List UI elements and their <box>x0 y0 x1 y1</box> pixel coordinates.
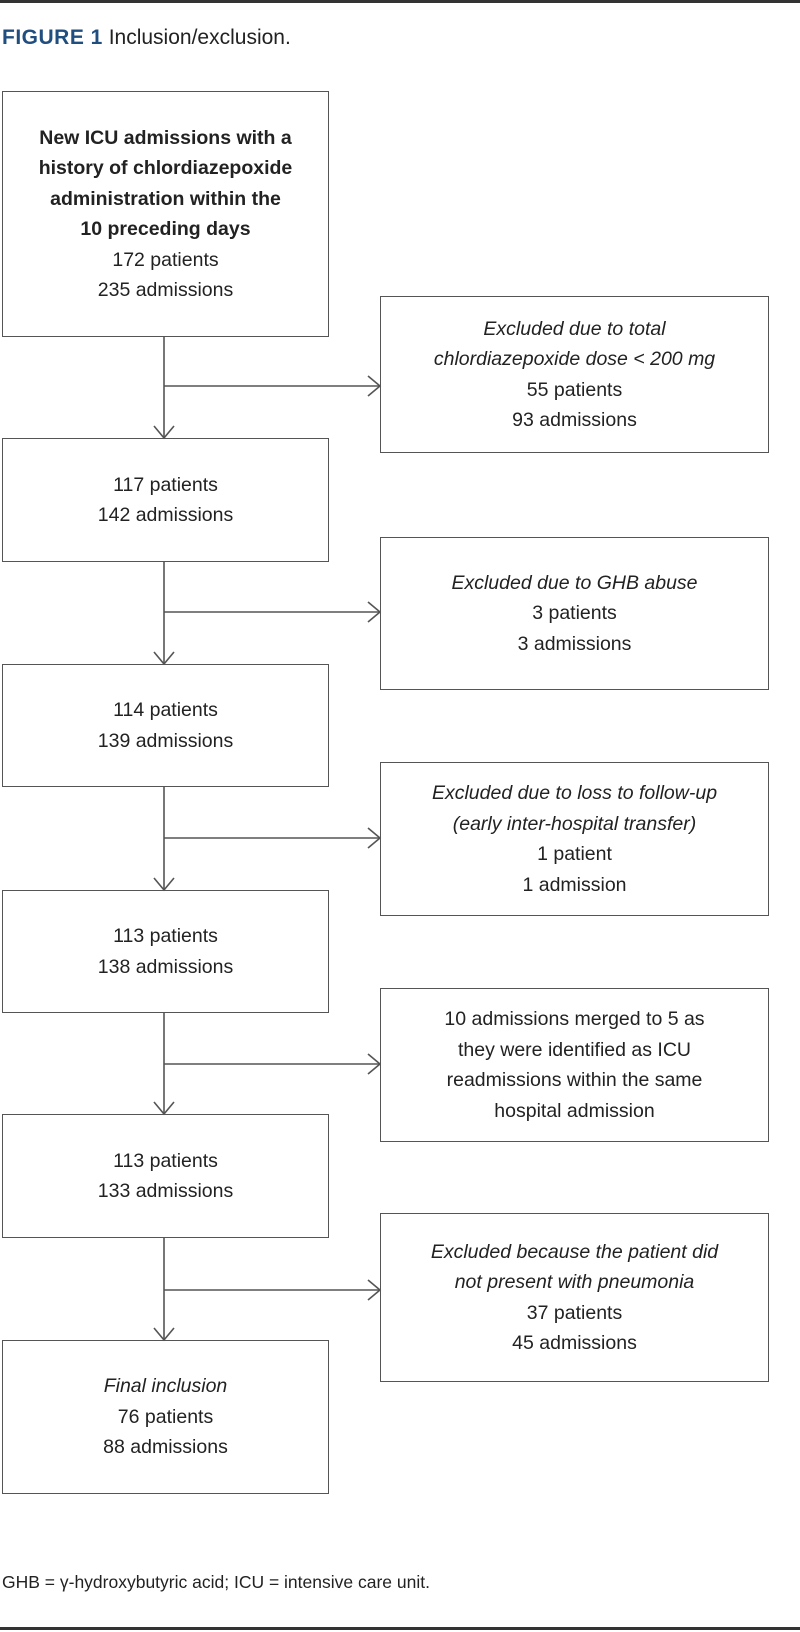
box-text: 113 patients <box>113 925 218 947</box>
box-text: chlordiazepoxide dose < 200 mg <box>433 348 716 370</box>
box-text: 76 patients <box>117 1405 214 1428</box>
box-text: 113 patients <box>113 1149 218 1172</box>
box-text: New ICU admissions with a <box>39 126 292 149</box>
box-text: 117 patients <box>113 473 218 496</box>
box-text: history of chlordiazepoxide <box>38 157 293 179</box>
box-text: 172 patients <box>112 248 219 271</box>
figure-caption: Inclusion/exclusion. <box>108 26 291 49</box>
figure-title: FIGURE 1 Inclusion/exclusion. <box>2 26 291 50</box>
box-text: 55 patients <box>526 378 623 401</box>
box-text: 1 admission <box>522 873 627 896</box>
box-text: Excluded due to total <box>483 317 666 340</box>
box-excluded-ghb: Excluded due to GHB abuse 3 patients 3 a… <box>380 537 769 690</box>
box-text: 37 patients <box>526 1301 623 1324</box>
box-final-inclusion: Final inclusion 76 patients 88 admission… <box>2 1340 329 1494</box>
box-text: 3 patients <box>532 602 617 625</box>
box-text: 45 admissions <box>512 1332 637 1354</box>
top-rule <box>0 0 800 3</box>
box-text: 93 admissions <box>512 409 637 431</box>
box-text: 142 admissions <box>97 504 234 526</box>
box-text: 114 patients <box>113 699 218 721</box>
box-excluded-dose: Excluded due to total chlordiazepoxide d… <box>380 296 769 453</box>
box-excluded-follow-up: Excluded due to loss to follow-up (early… <box>380 762 769 916</box>
box-text: hospital admission <box>494 1099 655 1122</box>
box-text: Excluded because the patient did <box>430 1240 719 1263</box>
box-text: 10 admissions merged to 5 as <box>444 1008 705 1030</box>
box-excluded-no-pneumonia: Excluded because the patient did not pre… <box>380 1213 769 1382</box>
box-step-4: 113 patients 138 admissions <box>2 890 329 1013</box>
box-text: 138 admissions <box>97 955 234 978</box>
box-text: they were identified as ICU <box>457 1038 692 1061</box>
box-text: 3 admissions <box>517 632 632 655</box>
box-text: not present with pneumonia <box>454 1271 695 1293</box>
box-text: 235 admissions <box>97 279 234 301</box>
box-text: Excluded due to loss to follow-up <box>431 782 718 804</box>
box-text: 88 admissions <box>103 1436 228 1459</box>
bottom-rule <box>0 1627 800 1630</box>
box-text: 10 preceding days <box>80 218 251 240</box>
box-initial-admissions: New ICU admissions with a history of chl… <box>2 91 329 337</box>
box-text: administration within the <box>50 187 281 210</box>
box-text: 133 admissions <box>97 1180 234 1202</box>
box-text: (early inter-hospital transfer) <box>452 812 697 835</box>
box-text: Excluded due to GHB abuse <box>451 571 698 594</box>
box-step-5: 113 patients 133 admissions <box>2 1114 329 1238</box>
box-text: Final inclusion <box>103 1375 228 1398</box>
box-text: 139 admissions <box>97 729 234 752</box>
footnote: GHB = γ-hydroxybutyric acid; ICU = inten… <box>2 1572 430 1592</box>
box-step-2: 117 patients 142 admissions <box>2 438 329 562</box>
box-step-3: 114 patients 139 admissions <box>2 664 329 787</box>
box-merged-readmissions: 10 admissions merged to 5 as they were i… <box>380 988 769 1142</box>
figure-label: FIGURE 1 <box>2 26 103 49</box>
box-text: readmissions within the same <box>446 1069 703 1091</box>
box-text: 1 patient <box>537 843 612 865</box>
